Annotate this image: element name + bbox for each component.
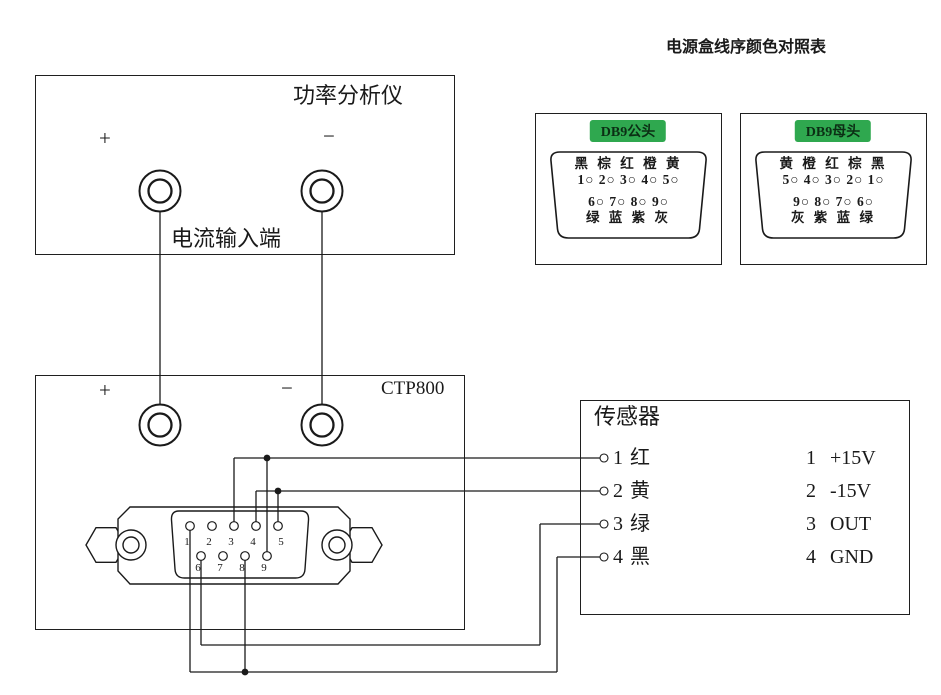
db9-female-badge: DB9母头 <box>794 120 872 142</box>
db9-pin-numbers: 1 2 3 4 5 6 7 8 9 <box>184 536 284 574</box>
pin-number: 5 <box>278 536 284 548</box>
sensor-terminal-2 <box>599 486 609 496</box>
pin-number: 9 <box>261 562 267 574</box>
sensor-signal-4: 4 GND <box>806 545 873 569</box>
sensor-signal-name: GND <box>830 546 874 568</box>
pin-number: 3 <box>228 536 234 548</box>
pin-8 <box>240 551 250 561</box>
sensor-signal-name: OUT <box>830 513 872 535</box>
junction-dot <box>241 668 249 676</box>
sensor-row-terminal: 3 <box>613 513 623 535</box>
sensor-terminal-3 <box>599 519 609 529</box>
sensor-signal-1: 1 +15V <box>806 446 876 470</box>
sensor-title: 传感器 <box>594 404 661 429</box>
db9-male-shell-icon <box>550 151 707 239</box>
ctp800-title: CTP800 <box>381 378 445 399</box>
hex-nut-left-icon <box>85 527 127 563</box>
sensor-row-color: 黄 <box>630 480 650 502</box>
pa-plus-label: + <box>99 126 111 150</box>
sensor-row-terminal: 1 <box>613 447 623 469</box>
current-input-label: 电流输入端 <box>171 226 282 251</box>
ctp-plus-label: + <box>99 378 111 402</box>
terminal-ctp-minus <box>300 403 344 447</box>
db9-male-colors-bottom: 绿 蓝 紫 灰 <box>585 210 672 225</box>
sensor-row-color: 红 <box>630 447 650 469</box>
db9-female-box <box>740 113 927 265</box>
ctp800-box <box>35 375 465 630</box>
sensor-row-color: 绿 <box>630 513 650 535</box>
db9-female-pins-bottom: 9○ 8○ 7○ 6○ <box>793 194 874 209</box>
pin-9 <box>262 551 272 561</box>
db9-pins <box>185 521 283 561</box>
color-table-title: 电源盒线序颜色对照表 <box>665 39 826 56</box>
sensor-signal-2: 2 -15V <box>806 479 871 503</box>
pin-number: 2 <box>206 536 212 548</box>
db9-male-badge: DB9公头 <box>589 120 667 142</box>
wire-sensor-1-red <box>233 457 600 552</box>
pa-minus-label: − <box>323 124 335 148</box>
screw-left-icon <box>115 529 147 561</box>
db9-male-colors-top: 黑 棕 红 橙 黄 <box>574 156 683 171</box>
db9-female-shell-icon <box>755 151 912 239</box>
terminal-pa-plus <box>138 169 182 213</box>
db9-female-colors-top: 黄 橙 红 棕 黑 <box>779 156 888 171</box>
pin-number: 6 <box>195 562 201 574</box>
power-analyzer-title: 功率分析仪 <box>293 83 404 108</box>
db9-male-pins-top: 1○ 2○ 3○ 4○ 5○ <box>577 172 680 187</box>
db9-female-colors-bottom: 灰 紫 蓝 绿 <box>790 210 877 225</box>
sensor-signal-pin: 1 <box>806 447 816 469</box>
pin-5 <box>273 521 283 531</box>
pin-number: 4 <box>250 536 256 548</box>
sensor-signal-name: +15V <box>830 447 876 469</box>
junction-dot <box>263 454 271 462</box>
sensor-terminal-4 <box>599 552 609 562</box>
pin-1 <box>185 521 195 531</box>
ctp-minus-label: − <box>281 376 293 400</box>
pin-4 <box>251 521 261 531</box>
sensor-terminals <box>599 453 609 562</box>
terminal-ctp-plus <box>138 403 182 447</box>
pin-2 <box>207 521 217 531</box>
sensor-signal-name: -15V <box>830 480 872 502</box>
junction-dot <box>274 487 282 495</box>
db9-male-box <box>535 113 722 265</box>
sensor-signal-3: 3 OUT <box>806 512 871 536</box>
sensor-box <box>580 400 910 615</box>
db9-female-pins-top: 5○ 4○ 3○ 2○ 1○ <box>782 172 885 187</box>
pin-number: 8 <box>239 562 245 574</box>
pin-3 <box>229 521 239 531</box>
db9-male-pins-bottom: 6○ 7○ 8○ 9○ <box>588 194 669 209</box>
wire-sensor-4-black <box>189 530 600 673</box>
pin-number: 7 <box>217 562 223 574</box>
pin-number: 1 <box>184 536 190 548</box>
screw-right-icon <box>321 529 353 561</box>
wire-sensor-3-green <box>200 523 600 646</box>
sensor-signal-pin: 3 <box>806 513 816 535</box>
terminal-pa-minus <box>300 169 344 213</box>
sensor-row-terminal: 4 <box>613 546 623 568</box>
sensor-row-color: 黑 <box>630 546 650 568</box>
wire-sensor-2-yellow <box>255 490 600 522</box>
pin-6 <box>196 551 206 561</box>
sensor-row-terminal: 2 <box>613 480 623 502</box>
power-analyzer-box <box>35 75 455 255</box>
sensor-signal-pin: 2 <box>806 480 816 502</box>
sensor-terminal-1 <box>599 453 609 463</box>
sensor-signal-pin: 4 <box>806 546 816 568</box>
pin-7 <box>218 551 228 561</box>
